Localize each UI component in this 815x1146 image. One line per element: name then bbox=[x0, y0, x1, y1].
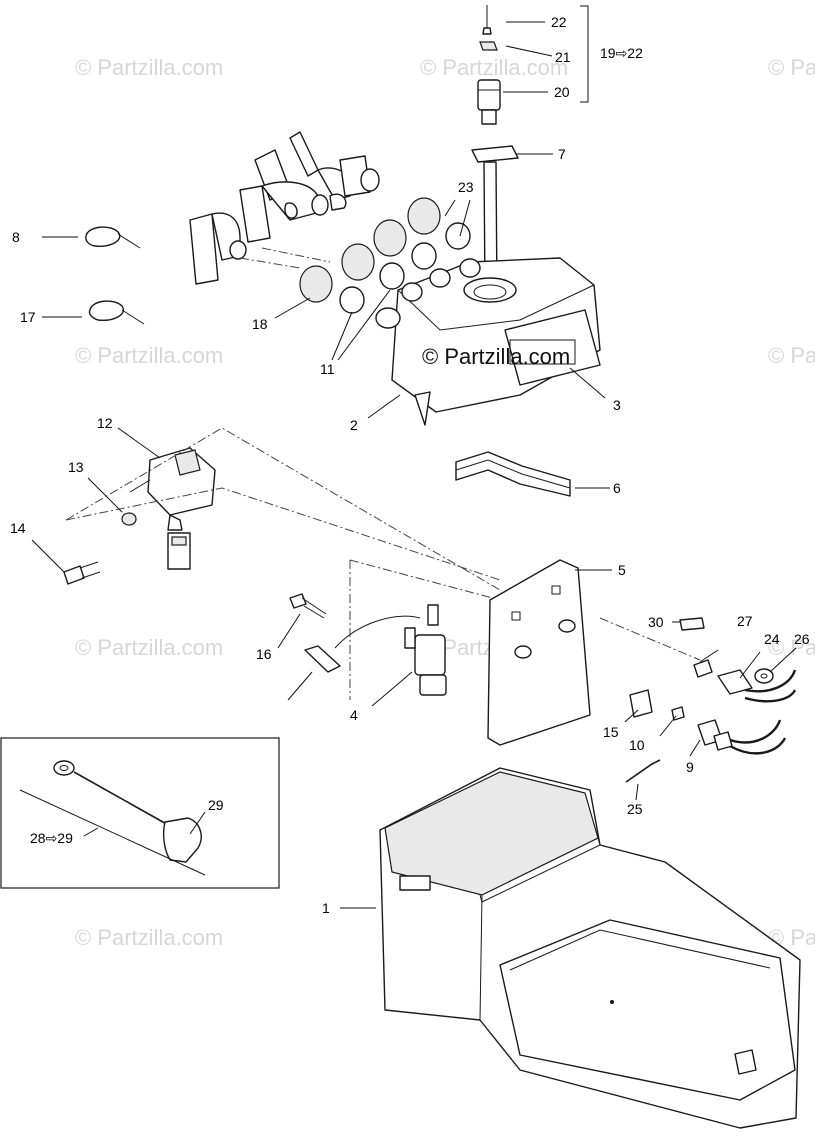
callout-7: 7 bbox=[558, 146, 566, 162]
part-9-connector bbox=[697, 719, 733, 751]
callout-21: 21 bbox=[555, 49, 571, 65]
watermark: © Partzilla.com bbox=[75, 635, 223, 660]
watermark: © Partzilla.com bbox=[75, 925, 223, 950]
leader-lines bbox=[31, 5, 797, 909]
part-27-clip bbox=[693, 659, 713, 678]
callout-23: 23 bbox=[458, 179, 474, 195]
part-21-clip bbox=[479, 41, 498, 51]
callout-28-29: 28⇨29 bbox=[30, 830, 73, 846]
watermark-center: © Partzilla.com bbox=[422, 344, 570, 369]
callout-12: 12 bbox=[97, 415, 113, 431]
assembly-lines bbox=[65, 247, 701, 700]
callout-20: 20 bbox=[554, 84, 570, 100]
part-18-nuts bbox=[299, 197, 441, 303]
part-4-coil bbox=[334, 604, 447, 696]
callout-17: 17 bbox=[20, 309, 36, 325]
callout-11: 11 bbox=[320, 361, 335, 377]
callout-18: 18 bbox=[252, 316, 268, 332]
callout-labels: 22 21 19⇨22 20 7 23 8 17 18 11 2 3 12 13… bbox=[10, 14, 810, 916]
callout-14: 14 bbox=[10, 520, 26, 536]
part-14-bolt bbox=[63, 561, 101, 585]
watermark: © Partzilla.com bbox=[420, 55, 568, 80]
callout-29: 29 bbox=[208, 797, 224, 813]
part-11-23-grommets bbox=[339, 222, 471, 314]
part-1-battery-box bbox=[379, 767, 801, 1129]
callout-1: 1 bbox=[322, 900, 330, 916]
part-20-connector bbox=[477, 79, 501, 125]
watermark: © Partzilla.com bbox=[768, 635, 815, 660]
watermark: © Partzilla.com bbox=[75, 55, 223, 80]
part-8-cable-tie bbox=[85, 226, 141, 249]
callout-15: 15 bbox=[603, 724, 619, 740]
inset-ground-cable bbox=[0, 737, 280, 889]
callout-6: 6 bbox=[613, 480, 621, 496]
part-26-seal bbox=[754, 668, 774, 684]
part-13-nut bbox=[121, 512, 137, 526]
callout-10: 10 bbox=[629, 737, 645, 753]
callout-27: 27 bbox=[737, 613, 753, 629]
callout-8: 8 bbox=[12, 229, 20, 245]
callout-19-22: 19⇨22 bbox=[600, 45, 643, 61]
callout-24: 24 bbox=[764, 631, 780, 647]
callout-22: 22 bbox=[551, 14, 567, 30]
callout-2: 2 bbox=[350, 417, 358, 433]
callout-26: 26 bbox=[794, 631, 810, 647]
callout-16: 16 bbox=[256, 646, 272, 662]
part-3-cover bbox=[504, 309, 601, 386]
callout-9: 9 bbox=[686, 759, 694, 775]
part-25-pin bbox=[625, 759, 661, 783]
callout-13: 13 bbox=[68, 459, 84, 475]
part-31-clip bbox=[304, 645, 341, 673]
part-22-pin bbox=[482, 5, 492, 35]
part-24-connector bbox=[717, 669, 753, 695]
part-5-plate bbox=[487, 559, 591, 746]
part-12-relay bbox=[129, 447, 216, 531]
watermark: © Partzilla.com bbox=[768, 55, 815, 80]
watermark: © Partzilla.com bbox=[768, 343, 815, 368]
callout-5: 5 bbox=[618, 562, 626, 578]
part-16-screw bbox=[289, 593, 327, 619]
part-30-label bbox=[679, 617, 705, 631]
wires-right bbox=[729, 669, 797, 755]
watermark: © Partzilla.com bbox=[75, 343, 223, 368]
callout-3: 3 bbox=[613, 397, 621, 413]
part-17-cable-tie bbox=[88, 300, 145, 325]
callout-30: 30 bbox=[648, 614, 664, 630]
part-6-seal bbox=[455, 451, 571, 497]
callout-4: 4 bbox=[350, 707, 358, 723]
callout-25: 25 bbox=[627, 801, 643, 817]
part-15-housing bbox=[629, 689, 653, 718]
part-fuse-holder bbox=[167, 532, 191, 570]
cable-caps-group bbox=[189, 131, 380, 285]
